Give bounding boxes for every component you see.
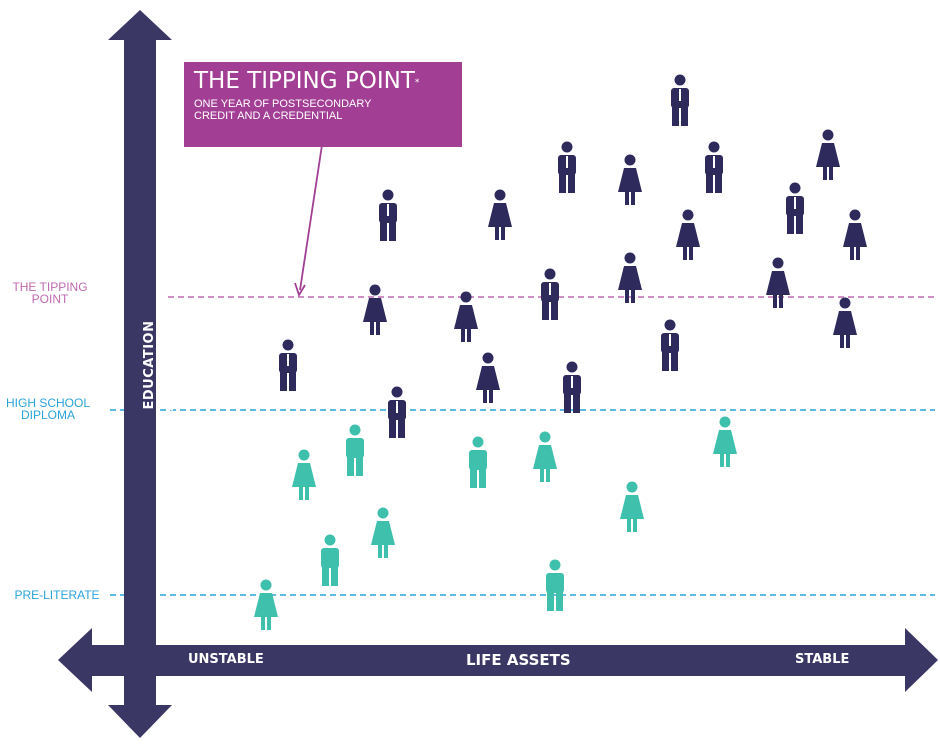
person-figure-woman (533, 431, 557, 482)
person-figure-woman (488, 189, 512, 240)
people-figures (254, 74, 867, 630)
person-figure-man (671, 74, 689, 126)
person-figure-woman (843, 209, 867, 260)
person-figure-man (563, 361, 581, 413)
person-figure-woman (618, 154, 642, 205)
person-figure-man (321, 534, 339, 586)
tipping-point-callout: THE TIPPING POINT* ONE YEAR OF POSTSECON… (184, 62, 462, 147)
person-figure-woman (371, 507, 395, 558)
axis-label-unstable: UNSTABLE (188, 652, 264, 667)
person-figure-woman (833, 297, 857, 348)
person-figure-woman (620, 481, 644, 532)
person-figure-man (705, 141, 723, 193)
horizontal-axis-label: LIFE ASSETS (466, 651, 571, 669)
person-figure-woman (254, 579, 278, 630)
callout-pointer-arrowhead (294, 282, 306, 298)
callout-subtitle-line-1: ONE YEAR OF POSTSECONDARY (194, 98, 372, 110)
person-figure-man (661, 319, 679, 371)
person-figure-woman (363, 284, 387, 335)
person-figure-man (388, 386, 406, 438)
person-figure-woman (766, 257, 790, 308)
callout-title-text: THE TIPPING POINT (194, 68, 415, 94)
person-figure-man (558, 141, 576, 193)
callout-pointer-line (299, 144, 323, 291)
person-figure-man (469, 436, 487, 488)
callout-title: THE TIPPING POINT* (194, 68, 452, 94)
person-figure-man (346, 424, 364, 476)
person-figure-man (279, 339, 297, 391)
callout-title-mark: * (414, 78, 420, 88)
vertical-axis-label: EDUCATION AND SKILLS (142, 319, 177, 411)
callout-subtitle-line-2: CREDIT AND A CREDENTIAL (194, 110, 343, 122)
person-figure-woman (292, 449, 316, 500)
callout-subtitle: ONE YEAR OF POSTSECONDARY CREDIT AND A C… (194, 98, 452, 122)
person-figure-man (541, 268, 559, 320)
person-figure-woman (618, 252, 642, 303)
horizontal-axis-arrow (58, 628, 938, 692)
level-label-tipping-point: THE TIPPING POINT (12, 280, 88, 306)
axis-label-stable: STABLE (795, 652, 850, 667)
person-figure-man (786, 182, 804, 234)
vertical-axis-arrow (108, 10, 172, 738)
person-figure-woman (676, 209, 700, 260)
level-label-high-school: HIGH SCHOOL DIPLOMA (5, 396, 90, 422)
person-figure-woman (816, 129, 840, 180)
person-figure-woman (713, 416, 737, 467)
person-figure-woman (454, 291, 478, 342)
person-figure-man (379, 189, 397, 241)
person-figure-man (546, 559, 564, 611)
level-label-pre-literate: PRE-LITERATE (14, 588, 100, 602)
person-figure-woman (476, 352, 500, 403)
